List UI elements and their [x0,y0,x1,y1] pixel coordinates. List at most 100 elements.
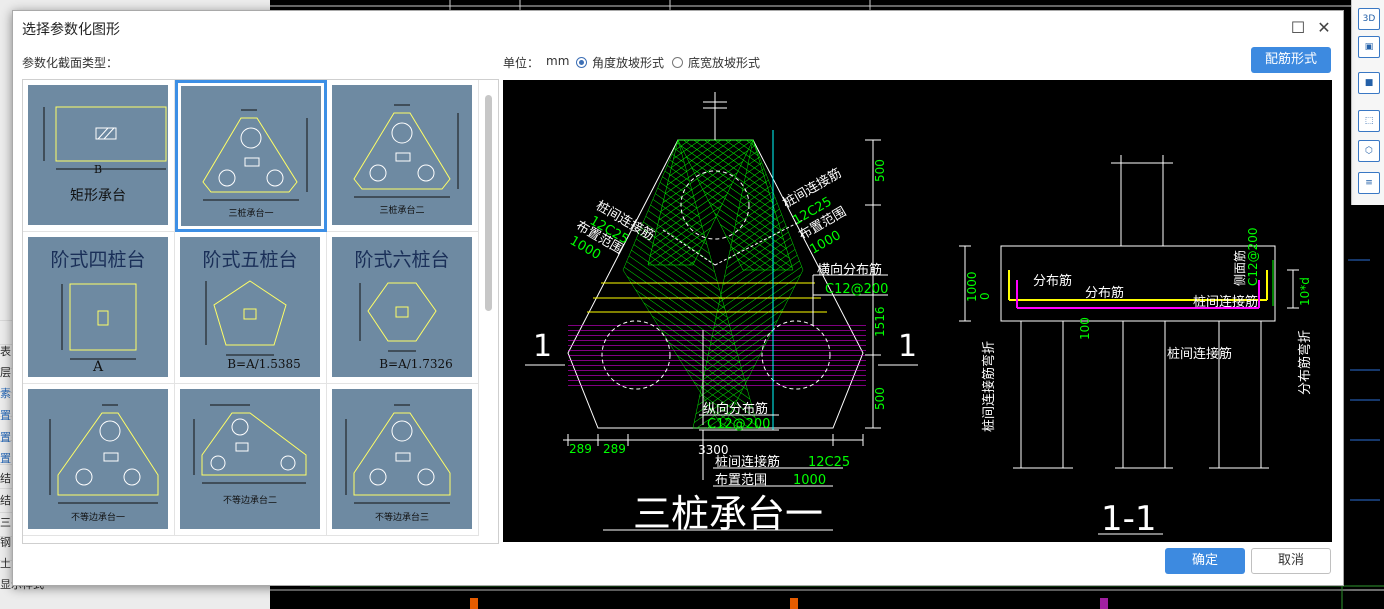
dim-500-top: 500 [873,159,887,182]
dim-100: 100 [1078,317,1092,340]
cube-fill-icon[interactable]: ■ [1358,72,1380,94]
right-toolbar: 3D ▣ ■ ⬚ ⬡ ≡ [1351,0,1384,205]
section-right-vertical: 分布筋弯折 [1297,330,1313,395]
dim-1000: 1000 [965,271,979,302]
gallery-caption: 阶式六桩台 [354,249,450,271]
section-type-label: 参数化截面类型： [22,56,119,70]
side-fragment: 置( [0,452,16,465]
gallery-item-stepped-six-pile[interactable]: 阶式六桩台 A B=A/1.7326 [327,232,479,384]
section-title: 1-1 [1101,499,1157,539]
cut-mark-left: 1 [533,329,552,364]
bottom-rebar-label: 桩间连接筋 [715,454,780,470]
section-pile-link: 桩间连接筋 [1193,294,1258,310]
unit-label: 单位： [503,56,540,70]
thumbnail: A B 矩形承台 [28,85,168,225]
section-dist-1: 分布筋 [1033,273,1072,289]
unit-value: mm [546,54,570,68]
gallery-item-three-pile-cap-2[interactable]: 三桩承台二 [327,80,479,232]
side-fragment: 钢 [0,536,11,549]
thumbnail: 不等边承台二 [180,389,320,529]
gallery-item-stepped-four-pile[interactable]: 阶式四桩台 A A [23,232,175,384]
radio-selected-icon [576,57,587,68]
thumbnail: 阶式四桩台 A A [28,237,168,377]
document-view-icon[interactable]: ≡ [1358,172,1380,194]
thumbnail: 三桩承台一 [181,86,321,226]
dim-3300: 3300 [698,443,729,457]
radio-angle-slope[interactable]: 角度放坡形式 [576,54,664,71]
side-fragment: 表 [0,345,11,358]
section-pile-link-bottom: 桩间连接筋 [1167,346,1232,362]
close-icon[interactable]: ✕ [1317,18,1331,37]
transverse-spec: C12@200 [825,282,888,297]
dim-289-b: 289 [603,442,626,456]
section-left-vertical: 桩间连接筋弯折 [981,341,997,432]
dim-b-label: B [93,163,103,176]
gallery-caption: 不等边承台二 [222,496,277,506]
thumbnail: 不等边承台三 [332,389,472,529]
side-fragment: 土 [0,557,11,570]
dim-289-a: 289 [569,442,592,456]
select-parametric-dialog: 选择参数化图形 ☐ ✕ 参数化截面类型： 单位： mm 角度放坡形式 底宽放坡形… [12,10,1344,586]
shape-gallery[interactable]: A B 矩形承台 三桩承台一 [22,79,499,544]
side-fragment: 素 [0,387,11,400]
bottom-rebar-spec: 12C25 [808,455,850,470]
cad-preview: 三桩承台一 1-1 1 1 桩间连接筋 12C25 布置范围 1000 桩间连接… [503,80,1332,542]
gallery-caption: 矩形承台 [70,188,126,204]
radio-unselected-icon [672,57,683,68]
longitudinal-spec: C12@200 [707,417,770,432]
side-fragment: 层 [0,366,11,379]
gallery-caption: 三桩承台二 [379,206,425,216]
cut-mark-right: 1 [898,329,917,364]
bottom-range-val: 1000 [793,473,826,488]
gallery-item-unequal-cap-1[interactable]: 不等边承台一 [23,384,175,536]
cad-preview-drawing [525,92,1299,535]
preview-title: 三桩承台一 [633,492,823,536]
dim-1516: 1516 [873,306,887,337]
gallery-caption: 阶式五桩台 [202,249,298,271]
select-frame-icon[interactable]: ⬚ [1358,110,1380,132]
formula-label: B=A/1.5385 [227,357,301,371]
gallery-item-rect-cap[interactable]: A B 矩形承台 [23,80,175,232]
dim-10d: 10*d [1298,277,1312,306]
gallery-item-unequal-cap-2[interactable]: 不等边承台二 [175,384,327,536]
gallery-caption: 不等边承台一 [70,513,125,523]
cube-icon[interactable]: ▣ [1358,36,1380,58]
side-fragment: 置( [0,409,16,422]
thumbnail: 阶式六桩台 A B=A/1.7326 [332,237,472,377]
side-fragment: 结 [0,472,11,485]
rebar-form-button[interactable]: 配筋形式 [1251,47,1331,73]
thumbnail: 不等边承台一 [28,389,168,529]
section-side-rebar: 侧面筋 [1232,250,1247,286]
dim-0: 0 [978,292,992,300]
view-3d-icon[interactable]: 3D [1358,8,1380,30]
formula-label: B=A/1.7326 [379,357,453,371]
gallery-caption: 阶式四桩台 [50,249,146,271]
section-dist-2: 分布筋 [1085,285,1124,301]
gallery-item-stepped-five-pile[interactable]: 阶式五桩台 A B=A/1.5385 [175,232,327,384]
longitudinal-label: 纵向分布筋 [703,401,768,417]
dim-a-label: A [92,359,104,375]
cad-preview-annotations: 三桩承台一 1-1 1 1 桩间连接筋 12C25 布置范围 1000 桩间连接… [533,159,1313,539]
side-fragment: 三 [0,516,11,529]
side-fragment: 置( [0,431,16,444]
box-view-icon[interactable]: ⬡ [1358,140,1380,162]
section-side-spec: C12@200 [1246,227,1260,286]
gallery-item-unequal-cap-3[interactable]: 不等边承台三 [327,384,479,536]
transverse-label: 横向分布筋 [817,262,882,278]
gallery-caption: 三桩承台一 [228,209,274,219]
dialog-title: 选择参数化图形 [22,22,120,38]
thumbnail: 三桩承台二 [332,85,472,225]
bottom-range-label: 布置范围 [715,473,767,488]
radio-bottom-width-slope[interactable]: 底宽放坡形式 [672,54,760,71]
side-fragment: 结 [0,494,11,507]
thumbnail: 阶式五桩台 A B=A/1.5385 [180,237,320,377]
cancel-button[interactable]: 取消 [1251,548,1331,574]
ok-button[interactable]: 确定 [1165,548,1245,574]
gallery-caption: 不等边承台三 [374,513,429,523]
gallery-scrollbar[interactable] [485,95,492,311]
radio-bottom-width-slope-label: 底宽放坡形式 [688,56,761,70]
dim-500-bottom: 500 [873,387,887,410]
gallery-item-three-pile-cap-1[interactable]: 三桩承台一 [175,80,327,232]
maximize-icon[interactable]: ☐ [1290,18,1306,37]
radio-angle-slope-label: 角度放坡形式 [592,56,665,70]
